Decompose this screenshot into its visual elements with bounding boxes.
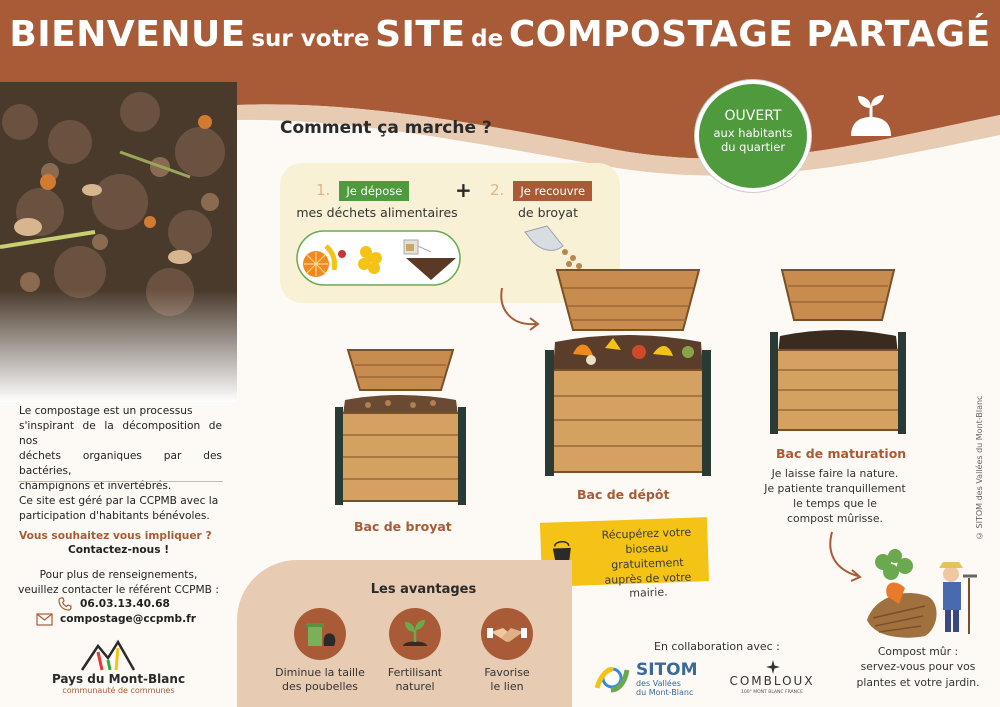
food-waste-icons <box>296 230 461 286</box>
sitom-name: SITOM <box>636 660 698 680</box>
gardener-illustration <box>867 549 977 638</box>
info-line: Pour plus de renseignements, <box>39 569 198 581</box>
avantage-line: Favorise <box>484 666 530 679</box>
step2-tag: Je recouvre <box>513 181 593 201</box>
bin-maturation-illustration <box>770 269 906 434</box>
avantage-line: naturel <box>395 680 435 694</box>
email-link[interactable]: compostage@ccpmb.fr <box>60 613 196 625</box>
divider <box>18 481 223 482</box>
maturation-line: compost mûrisse. <box>787 512 883 526</box>
page-title: BIENVENUE sur votre SITE de COMPOSTAGE P… <box>0 14 1000 55</box>
bin-broyat-illustration <box>335 349 466 505</box>
avantage-line: le lien <box>490 680 524 694</box>
sitom-sub-line: du Mont-Blanc <box>636 687 694 697</box>
involve-text: Vous souhaitez vous impliquer ? <box>19 530 212 542</box>
email-icon <box>36 613 53 626</box>
bin-depot-label: Bac de dépôt <box>577 487 670 502</box>
avantage-line: Fertilisant <box>387 666 443 679</box>
step2-number: 2. <box>490 181 505 199</box>
combloux-name: COMBLOUX <box>729 674 815 688</box>
avantage-line: des poubelles <box>281 680 359 694</box>
mountain-logo <box>80 639 136 671</box>
managed-line: Ce site est géré par la CCPMB avec la <box>19 495 219 507</box>
compost-desc: Compost mûr : servez-vous pour vos plant… <box>838 644 998 690</box>
intro-line: champignons et invertébrés. <box>19 480 172 493</box>
sitom-subtitle: des Vallées du Mont-Blanc <box>636 679 694 698</box>
section-heading: Comment ça marche ? <box>280 118 492 138</box>
bin-depot-illustration <box>545 269 711 476</box>
sitom-logo-icon <box>594 667 630 693</box>
step1-header: 1. Je dépose <box>316 180 410 201</box>
sprout-icon <box>851 95 891 136</box>
open-badge: OUVERT aux habitants du quartier <box>695 80 811 192</box>
maturation-line: Je laisse faire la nature. <box>771 467 899 480</box>
arrow-icon <box>500 287 540 331</box>
badge-line3: du quartier <box>720 140 786 154</box>
handshake-icon <box>481 608 533 660</box>
logo-name: Pays du Mont-Blanc <box>51 672 186 686</box>
title-bienvenue: BIENVENUE <box>9 14 246 55</box>
managed-text: Ce site est géré par la CCPMB avec la pa… <box>19 494 224 524</box>
bin-broyat-label: Bac de broyat <box>354 519 452 534</box>
phone-icon <box>58 597 72 611</box>
bin-maturation-label: Bac de maturation <box>776 446 907 461</box>
plus-sign: + <box>455 178 472 202</box>
collab-text: En collaboration avec : <box>654 640 780 653</box>
badge-line1: OUVERT <box>724 108 782 124</box>
step1-number: 1. <box>316 181 331 199</box>
title-compostage: COMPOSTAGE PARTAGÉ <box>508 14 991 55</box>
info-text: Pour plus de renseignements, veuillez co… <box>0 568 237 598</box>
step1-text: mes déchets alimentaires <box>296 205 458 220</box>
badge-line2: aux habitants <box>713 126 793 140</box>
compost-photo <box>0 82 237 402</box>
avantage-item: Fertilisant naturel <box>370 608 460 695</box>
avantage-line: Diminue la taille <box>275 666 365 679</box>
contact-text: Contactez-nous ! <box>67 544 170 556</box>
intro-text: Le compostage est un processus s'inspira… <box>19 404 222 494</box>
title-sur-votre: sur votre <box>251 26 370 52</box>
intro-line: déchets organiques par des bactéries, <box>19 450 222 478</box>
phone-number[interactable]: 06.03.13.40.68 <box>80 598 170 610</box>
step1-tag: Je dépose <box>339 181 410 201</box>
title-de: de <box>471 26 504 52</box>
seedling-icon <box>389 608 441 660</box>
compost-line: plantes et votre jardin. <box>856 675 980 689</box>
maturation-line: Je patiente tranquillement <box>764 482 906 496</box>
combloux-star-icon <box>766 660 780 674</box>
intro-line: s'inspirant de la décomposition de nos <box>19 420 222 448</box>
maturation-line: le temps que le <box>793 497 877 511</box>
sitom-sub-line: des Vallées <box>636 679 681 688</box>
note-line: bioseau gratuitement <box>610 541 684 572</box>
avantages-title: Les avantages <box>370 582 477 597</box>
trash-icon <box>294 608 346 660</box>
managed-line: participation d'habitants bénévoles. <box>19 510 210 523</box>
avantage-item: Diminue la taille des poubelles <box>275 608 365 695</box>
info-line: veuillez contacter le référent CCPMB : <box>18 584 219 597</box>
intro-line: Le compostage est un processus <box>19 405 193 417</box>
logo-subtitle: communauté de communes <box>62 686 175 695</box>
title-site: SITE <box>375 14 466 55</box>
compost-line: servez-vous pour vos <box>860 660 976 674</box>
copyright-credit: © SITOM des Vallées du Mont-Blanc <box>975 395 984 540</box>
maturation-desc: Je laisse faire la nature. Je patiente t… <box>760 466 910 526</box>
combloux-subtitle: 100° MONT BLANC FRANCE <box>741 690 803 695</box>
avantage-item: Favorise le lien <box>462 608 552 695</box>
arrow-icon <box>829 531 862 582</box>
step2-text: de broyat <box>517 205 578 220</box>
header-banner <box>0 0 1000 82</box>
step2-header: 2. Je recouvre <box>490 180 593 201</box>
compost-line: Compost mûr : <box>877 645 959 658</box>
